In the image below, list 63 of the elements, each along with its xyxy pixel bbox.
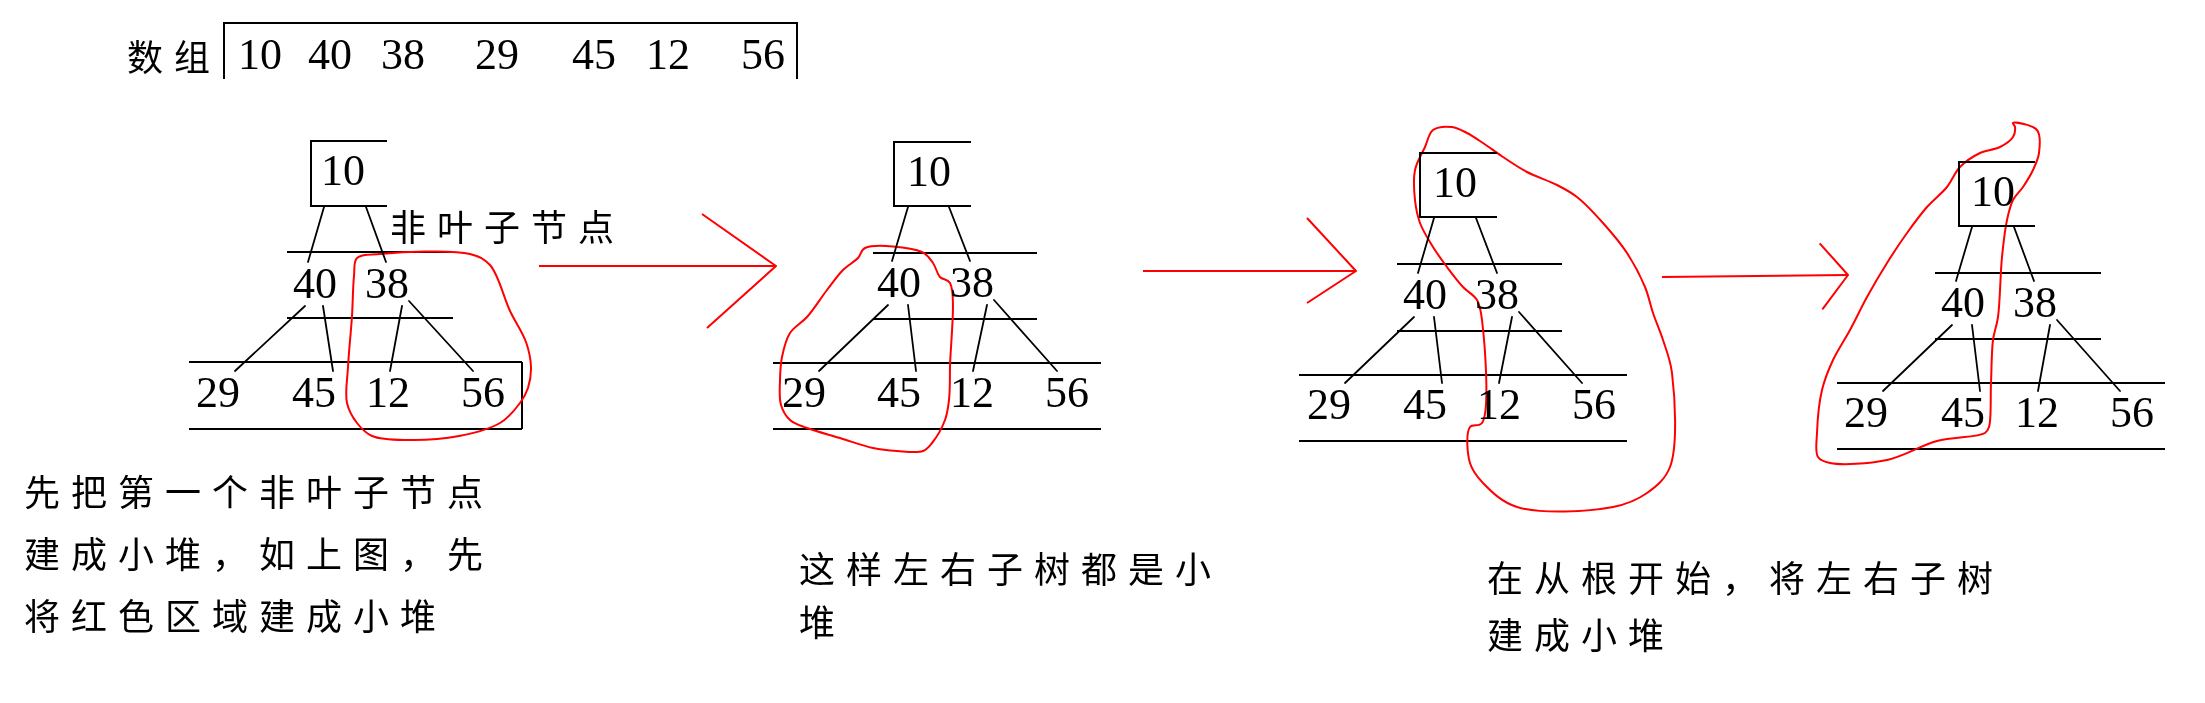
step-caption: 这样左右子树都是小堆 [799,550,1223,646]
node-label: 29 [196,371,240,415]
root-node: 10 [310,140,387,207]
tree-branch-line [1433,316,1443,384]
node-label: 40 [877,261,921,305]
tree-branch-line [993,299,1058,372]
step-caption: 先把第一个非叶子节点建成小堆，如上图，先将红色区域建成小堆 [24,473,495,640]
tree-branch-line [2013,226,2035,282]
array-value: 29 [475,33,519,77]
tree-branch-line [1498,316,1513,384]
node-label: 56 [1045,371,1089,415]
tree-branch-line [1475,217,1498,274]
tree-branch-line [907,304,917,372]
node-label: 56 [2110,391,2154,435]
tree-branch-line [2056,319,2121,392]
tree-branch-line [1882,324,1953,392]
node-label: 40 [293,262,337,306]
node-label: 56 [461,371,505,415]
node-label: 29 [1844,391,1888,435]
node-label: 38 [2013,281,2057,325]
tree-branch-line [408,300,474,372]
tree-branch-line [389,305,403,372]
node-label: 12 [366,371,410,415]
tree-branch-line [307,206,325,263]
tree-branch-line [1955,226,1973,282]
annotation-label: 非叶子节点 [390,211,625,247]
node-label: 45 [1941,391,1985,435]
array-label: 数组 [127,38,221,81]
array-value: 12 [646,33,690,77]
node-label: 38 [950,261,994,305]
array-value: 38 [381,33,425,77]
tree-branch-line [322,305,334,372]
tree-branch-line [1971,324,1981,392]
array-value: 56 [741,33,785,77]
tree-branch-line [818,304,889,372]
tree-branch-line [1518,311,1583,384]
tree-branch-line [972,304,988,372]
node-label: 40 [1941,281,1985,325]
node-label: 38 [365,262,409,306]
tree-branch-line [234,305,306,372]
array-value: 10 [238,33,282,77]
root-node: 10 [893,141,971,207]
tree-branch-line [1417,217,1435,274]
tree-branch-line [2037,324,2051,392]
node-label: 40 [1403,273,1447,317]
array-value: 40 [308,33,352,77]
node-label: 12 [2015,391,2059,435]
node-label: 12 [950,371,994,415]
tree-branch-line [1344,316,1415,384]
node-label: 29 [782,371,826,415]
node-label: 45 [1403,383,1447,427]
tree-branch-line [891,206,909,262]
step-caption: 在从根开始，将左右子树建成小堆 [1487,559,2005,659]
root-node: 10 [1419,152,1497,218]
root-node: 10 [1958,161,2035,227]
node-label: 29 [1307,383,1351,427]
node-label: 45 [877,371,921,415]
node-label: 45 [292,371,336,415]
node-label: 38 [1475,273,1519,317]
array-value: 45 [572,33,616,77]
node-label: 56 [1572,383,1616,427]
tree-branch-line [365,206,387,263]
tree-branch-line [948,206,971,262]
